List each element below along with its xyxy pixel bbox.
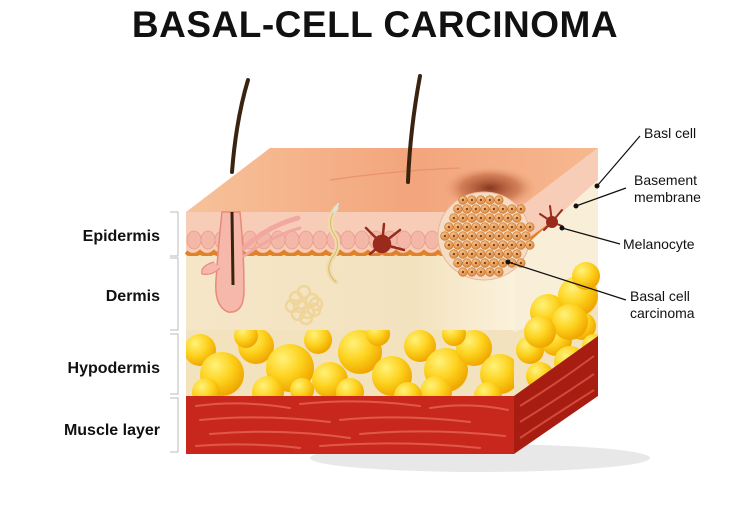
melanocyte-cell-side (539, 205, 563, 231)
skin-crease (329, 167, 461, 181)
label-basement-membrane: Basement membrane (634, 172, 701, 206)
hair-shaft (406, 74, 422, 184)
leader-basal-cell (596, 135, 641, 187)
fat-lobules (186, 330, 520, 396)
leader-melanocyte (561, 227, 621, 245)
leader-carcinoma (507, 261, 627, 301)
callout-lines (507, 135, 641, 301)
layer-brackets (170, 211, 179, 453)
label-melanocyte: Melanocyte (623, 236, 695, 252)
page-title: BASAL-CELL CARCINOMA (131, 4, 619, 45)
label-muscle-layer: Muscle layer (63, 422, 160, 439)
epidermis-side (514, 148, 598, 256)
basal-cell-carcinoma-tumor (437, 191, 535, 281)
label-dermis: Dermis (105, 288, 160, 305)
fat-bulge-side (524, 262, 600, 348)
melanocyte-cell (364, 222, 406, 256)
muscle-side (514, 336, 598, 454)
label-basement-line2: membrane (634, 189, 701, 205)
muscle-fibers-side (519, 355, 595, 439)
hair-follicle (201, 78, 302, 313)
label-carcinoma-line2: carcinoma (630, 305, 695, 321)
label-epidermis: Epidermis (82, 228, 160, 245)
label-basal-cell-carcinoma: Basal cell carcinoma (630, 288, 695, 322)
label-basement-line1: Basement (634, 172, 698, 188)
label-hypodermis: Hypodermis (67, 360, 160, 377)
label-basal-cell: Basl cell (644, 125, 697, 141)
leader-basement-membrane (575, 187, 627, 207)
sweat-gland (284, 203, 340, 326)
callout-dots (505, 183, 600, 265)
muscle-fibers (195, 400, 509, 449)
label-carcinoma-line1: Basal cell (630, 288, 690, 304)
